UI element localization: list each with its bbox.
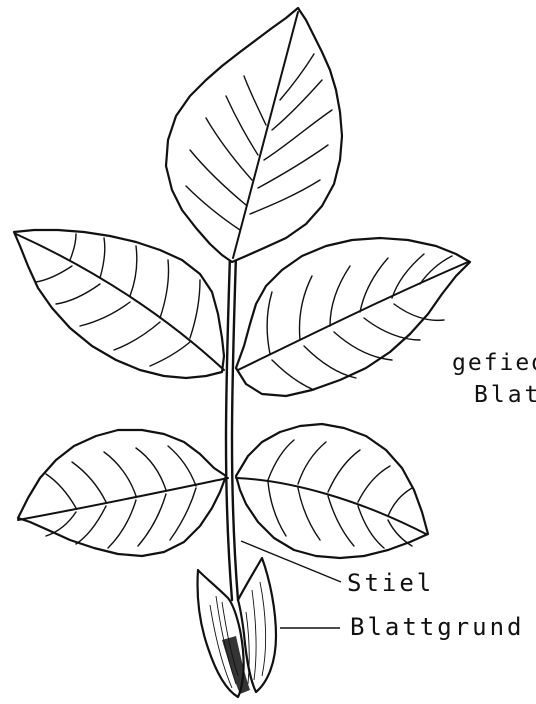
terminal-leaflet (166, 8, 342, 262)
compound-leaf-label-line1: gefied (452, 352, 536, 375)
rachis-stem (226, 255, 238, 600)
upper-right-leaflet (236, 238, 470, 396)
lower-left-leaflet (18, 430, 228, 556)
lower-right-leaflet (236, 424, 428, 558)
stalk-label: Stiel (347, 571, 434, 595)
compound-leaf-label-line2: Blat (474, 384, 536, 407)
upper-left-leaflet (14, 230, 224, 378)
leaf-base-label: Blattgrund (350, 615, 525, 639)
